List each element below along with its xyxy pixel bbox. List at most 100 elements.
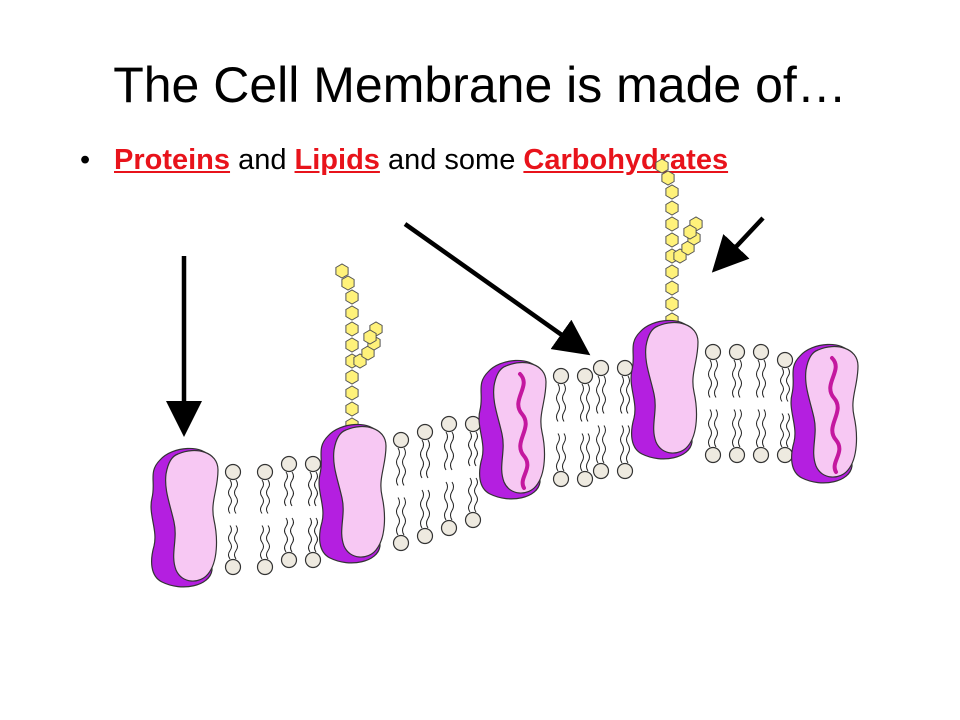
- lipid-tail: [234, 525, 238, 560]
- connector-text-1: and: [230, 144, 295, 176]
- sugar-hexagon: [341, 275, 355, 291]
- term-carbohydrates: Carbohydrates: [523, 144, 729, 176]
- lipid-head: [704, 343, 722, 361]
- term-lipids: Lipids: [294, 144, 380, 176]
- sugar-hexagon: [661, 170, 675, 186]
- lipid-molecule: [704, 343, 722, 464]
- lipid-tail: [562, 433, 566, 472]
- lipid-head: [416, 423, 434, 441]
- lipid-tail: [626, 425, 630, 464]
- lipid-molecule: [616, 359, 634, 480]
- lipid-head: [224, 463, 242, 481]
- lipid-tail: [596, 375, 600, 414]
- lipid-tail: [620, 375, 624, 414]
- membrane-protein: [478, 359, 547, 500]
- sugar-hexagon: [335, 263, 349, 279]
- lipid-tail: [780, 413, 784, 448]
- lipid-tail: [426, 489, 430, 529]
- lipid-head: [576, 470, 594, 488]
- lipid-head: [464, 511, 482, 529]
- lipid-head: [752, 446, 770, 464]
- sugar-hexagon: [345, 337, 359, 353]
- lipid-tail: [402, 497, 406, 536]
- lipid-tail: [562, 383, 566, 422]
- lipid-tail: [732, 359, 736, 398]
- lipid-tail: [284, 517, 288, 553]
- lipid-tail: [714, 359, 718, 398]
- sugar-hexagon: [665, 280, 679, 296]
- lipid-tail: [260, 479, 264, 514]
- lipid-tail: [468, 431, 472, 467]
- sugar-hexagon: [345, 321, 359, 337]
- lipid-tail: [228, 525, 232, 560]
- lipid-molecule: [464, 415, 482, 529]
- lipid-molecule: [776, 351, 794, 464]
- lipid-head: [728, 343, 746, 361]
- pointer-arrow: [711, 216, 765, 273]
- lipid-head: [776, 351, 794, 369]
- protein-front: [645, 321, 699, 454]
- lipid-tail: [786, 367, 790, 402]
- lipid-molecule: [416, 423, 434, 545]
- protein-channel: [516, 372, 530, 490]
- lipid-tail: [580, 383, 584, 422]
- lipid-head: [280, 455, 298, 473]
- protein-channel: [828, 356, 842, 474]
- carbohydrate-chains: [335, 158, 703, 433]
- lipid-tail: [738, 409, 742, 448]
- lipid-molecule: [256, 463, 274, 576]
- lipid-bilayer: [224, 343, 794, 576]
- connector-text-2: and some: [379, 144, 524, 176]
- lipid-tail: [260, 525, 264, 560]
- lipid-tail: [602, 375, 606, 414]
- sugar-hexagon: [345, 401, 359, 417]
- lipid-head: [416, 527, 434, 545]
- lipid-tail: [786, 413, 790, 448]
- lipid-head: [552, 367, 570, 385]
- lipid-tail: [420, 439, 424, 479]
- lipid-tail: [556, 433, 560, 472]
- lipid-molecule: [280, 455, 298, 569]
- lipid-tail: [308, 517, 312, 553]
- lipid-head: [440, 519, 458, 537]
- lipid-molecule: [576, 367, 594, 488]
- sugar-hexagon: [665, 264, 679, 280]
- sugar-hexagon: [683, 224, 697, 240]
- lipid-tail: [444, 431, 448, 471]
- lipid-tail: [396, 497, 400, 536]
- bullet-item: •Proteins and Lipids and some Carbohydra…: [80, 143, 728, 178]
- sugar-hexagon: [655, 158, 669, 174]
- membrane-protein: [630, 319, 699, 460]
- lipid-tail: [756, 409, 760, 448]
- lipid-tail: [708, 359, 712, 398]
- lipid-tail: [444, 481, 448, 521]
- lipid-tail: [474, 431, 478, 467]
- sugar-hexagon: [665, 296, 679, 312]
- lipid-head: [592, 462, 610, 480]
- lipid-head: [280, 551, 298, 569]
- carbohydrate-chain: [335, 263, 383, 433]
- lipid-molecule: [728, 343, 746, 464]
- lipid-tail: [284, 471, 288, 507]
- membrane-protein: [318, 423, 387, 564]
- lipid-tail: [314, 471, 318, 507]
- lipid-tail: [396, 447, 400, 486]
- lipid-tail: [586, 383, 590, 422]
- lipid-tail: [762, 409, 766, 448]
- sugar-hexagon: [345, 369, 359, 385]
- lipid-head: [464, 415, 482, 433]
- lipid-molecule: [752, 343, 770, 464]
- bullet-marker: •: [80, 144, 91, 176]
- lipid-molecule: [392, 431, 410, 552]
- lipid-tail: [402, 447, 406, 486]
- lipid-tail: [228, 479, 232, 514]
- lipid-head: [776, 446, 794, 464]
- lipid-molecule: [592, 359, 610, 480]
- lipid-tail: [234, 479, 238, 514]
- lipid-tail: [266, 525, 270, 560]
- lipid-tail: [626, 375, 630, 414]
- lipid-tail: [756, 359, 760, 398]
- lipid-tail: [762, 359, 766, 398]
- pointer-arrows: [166, 216, 765, 437]
- lipid-tail: [314, 517, 318, 553]
